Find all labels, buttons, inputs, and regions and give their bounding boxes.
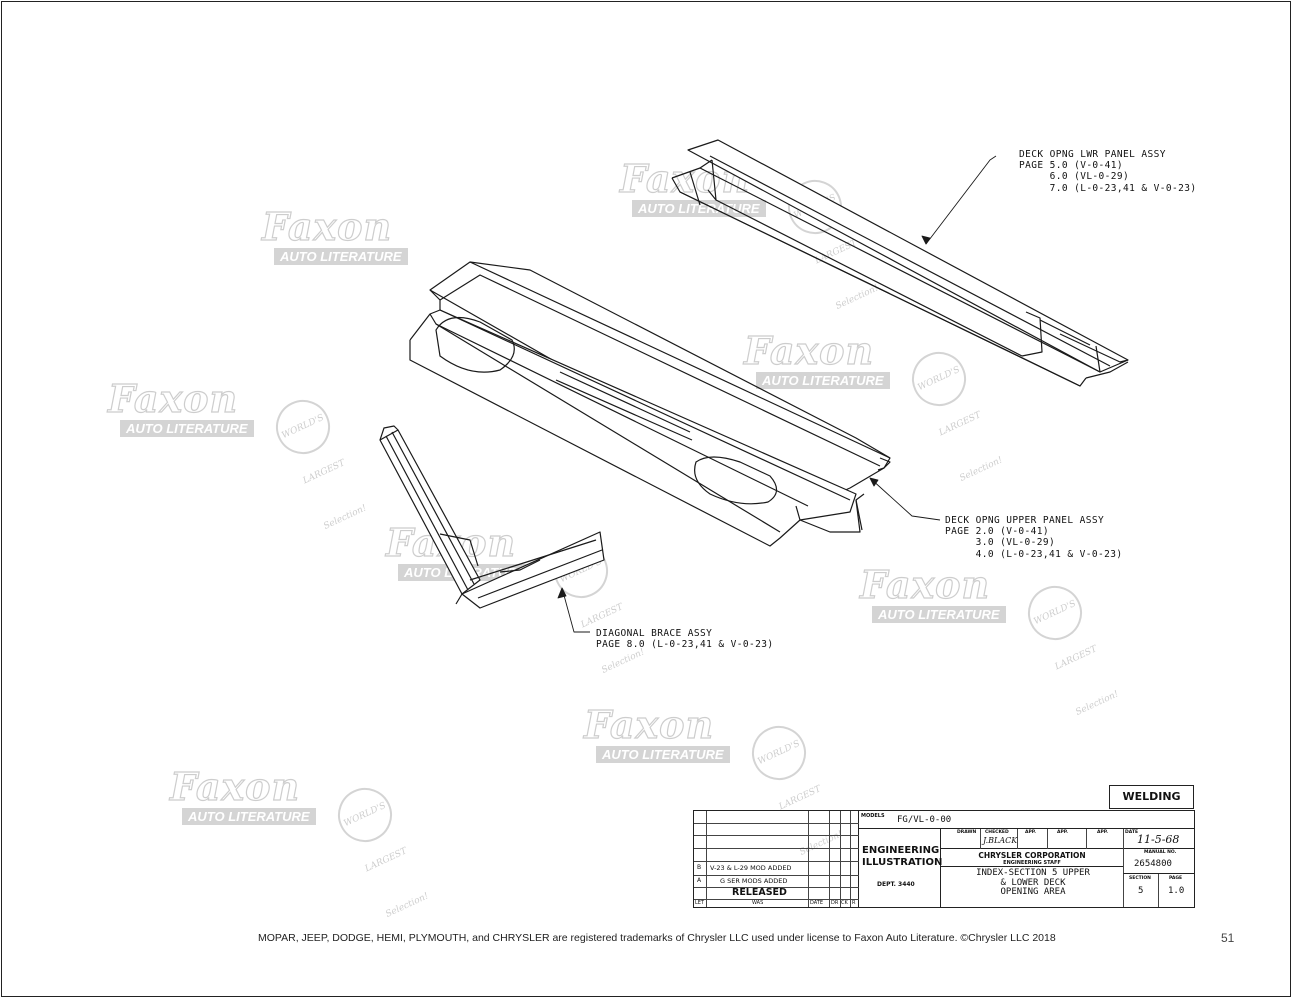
callout-upper-panel: DECK OPNG UPPER PANEL ASSY PAGE 2.0 (V-0… — [945, 515, 1123, 560]
page-value: 1.0 — [1168, 886, 1185, 896]
rev-a-letter: A — [697, 877, 702, 884]
models-label: MODELS — [861, 813, 885, 819]
r-col-label: R — [852, 900, 856, 906]
revision-grid: B V-23 & L-29 MOD ADDED A G SER MODS ADD… — [694, 811, 859, 907]
models-value: FG/VL-0-00 — [897, 815, 952, 825]
signature-row: DRAWN CHECKED J.BLACK APP. APP. APP. DAT… — [941, 829, 1194, 867]
let-label: LET — [695, 900, 704, 906]
leader-lines — [557, 155, 997, 633]
drawn-label: DRAWN — [957, 830, 977, 835]
drawing-title: INDEX-SECTION 5 UPPER & LOWER DECK OPENI… — [976, 868, 1090, 898]
engineering-illustration-label: ENGINEERING ILLUSTRATION — [862, 845, 943, 868]
checked-label: CHECKED — [985, 830, 1009, 835]
app3-label: APP. — [1097, 830, 1108, 835]
was-label: WAS — [752, 900, 764, 906]
section-label: SECTION — [1129, 876, 1151, 881]
rev-a-text: G SER MODS ADDED — [720, 877, 788, 885]
page-number: 51 — [1221, 931, 1235, 945]
deck-lower-panel-assy — [671, 139, 1129, 387]
corp-name: CHRYSLER CORPORATION — [978, 851, 1086, 860]
date-value: 11-5-68 — [1137, 833, 1180, 846]
welding-label: WELDING — [1109, 785, 1194, 809]
callout-diagonal-brace: DIAGONAL BRACE ASSY PAGE 8.0 (L-0-23,41 … — [596, 628, 774, 651]
date-label: DATE — [1125, 830, 1139, 835]
page-label: PAGE — [1169, 876, 1183, 881]
app1-label: APP. — [1025, 830, 1036, 835]
manual-label: MANUAL NO. — [1144, 850, 1177, 855]
corp-row: CHRYSLER CORPORATION ENGINEERING STAFF — [941, 849, 1123, 867]
rev-b-text: V-23 & L-29 MOD ADDED — [710, 864, 792, 872]
section-value: 5 — [1138, 886, 1144, 896]
page-cell: PAGE 1.0 — [1159, 874, 1194, 907]
rev-b-letter: B — [697, 864, 702, 871]
app2-label: APP. — [1057, 830, 1068, 835]
released-label: RELEASED — [732, 887, 787, 898]
callout-lower-panel: DECK OPNG LWR PANEL ASSY PAGE 5.0 (V-0-4… — [1019, 149, 1197, 194]
manual-value: 2654800 — [1134, 859, 1172, 869]
dept-label: DEPT. 3440 — [877, 881, 915, 888]
manual-cell: MANUAL NO. 2654800 — [1123, 849, 1194, 874]
checked-value: J.BLACK — [983, 836, 1018, 845]
footer-trademark: MOPAR, JEEP, DODGE, HEMI, PLYMOUTH, and … — [258, 932, 1056, 944]
section-cell: SECTION 5 — [1123, 874, 1159, 907]
models-row: MODELS FG/VL-0-00 — [859, 811, 1194, 829]
deck-upper-panel-assy — [409, 261, 891, 547]
engineering-illustration-cell: ENGINEERING ILLUSTRATION DEPT. 3440 — [859, 829, 943, 907]
date-col-label: DATE — [810, 900, 824, 906]
diagonal-brace-assy — [379, 425, 605, 609]
title-block: WELDING B V-23 & L-29 MOD ADDED A G SER … — [693, 785, 1195, 908]
engineering-staff: ENGINEERING STAFF — [1003, 860, 1061, 866]
dr-col-label: DR — [831, 900, 839, 906]
ck-col-label: CK — [841, 900, 848, 906]
